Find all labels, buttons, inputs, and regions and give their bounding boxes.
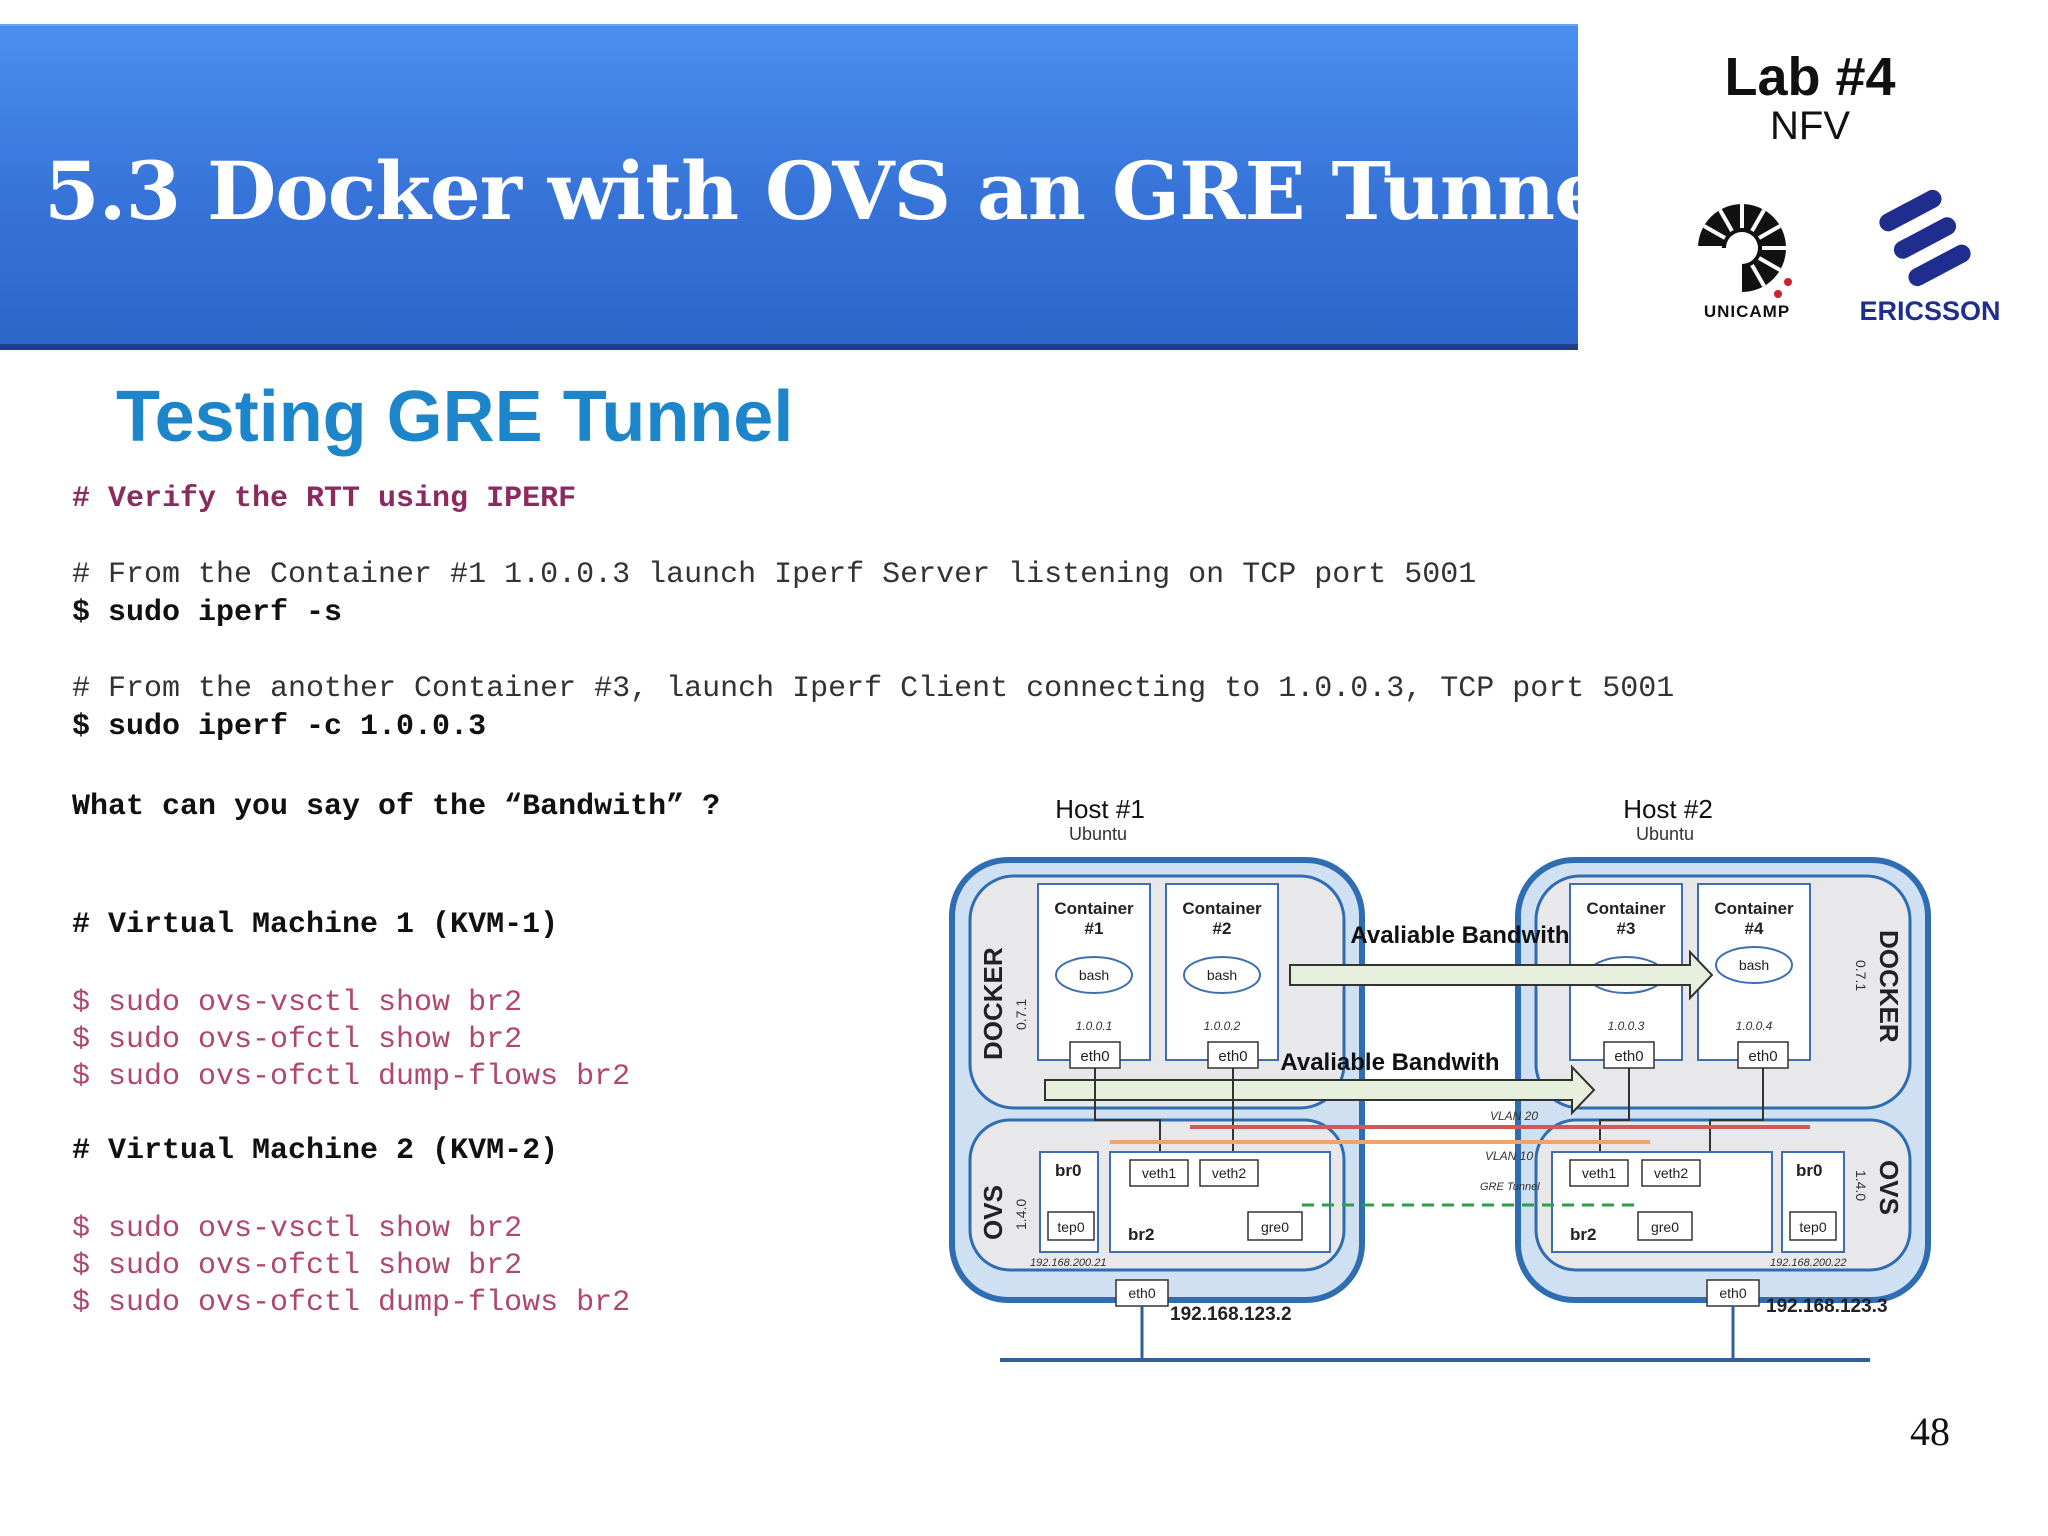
ericsson-logo-text: ERICSSON [1859,296,2001,326]
svg-text:Container: Container [1182,899,1262,918]
svg-text:eth0: eth0 [1748,1048,1777,1065]
server-command: $ sudo iperf -s [72,596,343,630]
host2-os: Ubuntu [1636,824,1694,844]
host1-gre0: gre0 [1261,1219,1289,1235]
container-4: Container #4 bash 1.0.0.4 eth0 [1697,883,1811,1069]
host2-docker-label: DOCKER [1874,930,1904,1043]
gre-tunnel-label: GRE Tunnel [1480,1181,1540,1193]
svg-text:eth0: eth0 [1614,1048,1643,1065]
svg-text:1.0.0.3: 1.0.0.3 [1608,1019,1645,1033]
host2-veth2: veth2 [1654,1165,1688,1181]
host1-docker-label: DOCKER [978,947,1008,1060]
host2-gre0: gre0 [1651,1219,1679,1235]
host1-os: Ubuntu [1069,824,1127,844]
vm2-command: $ sudo ovs-vsctl show br2 [72,1212,523,1246]
host1-ip: 192.168.123.2 [1170,1304,1292,1325]
lab-label: Lab #4 [1724,47,1896,107]
svg-text:br0: br0 [1055,1161,1081,1180]
svg-text:bash: bash [1207,967,1237,983]
unicamp-logo-text: UNICAMP [1703,302,1791,321]
svg-text:br2: br2 [1570,1225,1596,1244]
host1-ovs-version: 1.4.0 [1013,1199,1029,1230]
gre-tunnel-diagram: Host #1 Ubuntu Host #2 Ubuntu DOCKER 0.7… [949,794,1931,1362]
svg-text:eth0: eth0 [1080,1048,1109,1065]
host2-ip: 192.168.123.3 [1766,1296,1888,1317]
host1-title: Host #1 [1055,794,1145,824]
course-label: NFV [1770,104,1850,148]
vm2-command: $ sudo ovs-ofctl dump-flows br2 [72,1286,631,1320]
page-number: 48 [1910,1409,1950,1454]
vlan10-label: VLAN 10 [1485,1149,1533,1163]
vm2-heading: # Virtual Machine 2 (KVM-2) [72,1134,559,1168]
container-links [1094,1068,1764,1155]
host1-tep-ip: 192.168.200.21 [1030,1257,1106,1269]
client-comment: # From the another Container #3, launch … [72,672,1675,706]
host2-tep0: tep0 [1799,1219,1826,1235]
title-banner [0,24,1578,344]
svg-text:Container: Container [1586,899,1666,918]
svg-text:bash: bash [1739,957,1769,973]
host1-veth2: veth2 [1212,1165,1246,1181]
svg-text:#3: #3 [1617,919,1636,938]
host2-eth0: eth0 [1719,1285,1746,1301]
vm2-command: $ sudo ovs-ofctl show br2 [72,1249,523,1283]
server-comment: # From the Container #1 1.0.0.3 launch I… [72,558,1477,592]
verify-comment: # Verify the RTT using IPERF [72,482,577,516]
unicamp-logo [1682,204,1792,308]
host1-veth1: veth1 [1142,1165,1176,1181]
client-command: $ sudo iperf -c 1.0.0.3 [72,710,487,744]
host2-ovs-version: 1.4.0 [1853,1170,1869,1201]
svg-text:Container: Container [1054,899,1134,918]
bandwidth-arrow-lower [1044,1064,1596,1116]
section-subtitle: Testing GRE Tunnel [116,377,794,457]
svg-text:br2: br2 [1128,1225,1154,1244]
bandwidth-arrow-upper [1289,949,1714,1001]
host1-docker-version: 0.7.1 [1013,999,1029,1030]
container-2: Container #2 bash 1.0.0.2 eth0 [1165,883,1279,1069]
svg-text:br0: br0 [1796,1161,1822,1180]
bandwidth-label-upper: Avaliable Bandwith [1350,922,1569,949]
svg-text:#1: #1 [1085,919,1104,938]
bandwidth-question: What can you say of the “Bandwith” ? [72,790,721,824]
host2-docker-version: 0.7.1 [1853,960,1869,991]
svg-text:#2: #2 [1213,919,1232,938]
container-1: Container #1 bash 1.0.0.1 eth0 [1037,883,1151,1069]
ericsson-logo [1879,189,1971,287]
vm1-command: $ sudo ovs-ofctl dump-flows br2 [72,1060,631,1094]
vlan20-label: VLAN 20 [1490,1109,1538,1123]
host2-veth1: veth1 [1582,1165,1616,1181]
svg-text:bash: bash [1079,967,1109,983]
bandwidth-label-lower: Avaliable Bandwith [1280,1049,1499,1076]
slide-title: 5.3 Docker with OVS an GRE Tunnel [44,144,1634,238]
host2-ovs-label: OVS [1874,1160,1904,1215]
host2-tep-ip: 192.168.200.22 [1770,1257,1846,1269]
vm1-command: $ sudo ovs-ofctl show br2 [72,1023,523,1057]
host1-tep0: tep0 [1057,1219,1084,1235]
svg-text:1.0.0.2: 1.0.0.2 [1204,1019,1241,1033]
host1-eth0: eth0 [1128,1285,1155,1301]
svg-text:Container: Container [1714,899,1794,918]
vm1-heading: # Virtual Machine 1 (KVM-1) [72,908,559,942]
vm1-command: $ sudo ovs-vsctl show br2 [72,986,523,1020]
svg-text:1.0.0.1: 1.0.0.1 [1076,1019,1113,1033]
svg-text:#4: #4 [1745,919,1764,938]
host1-ovs-label: OVS [978,1185,1008,1240]
svg-text:eth0: eth0 [1218,1048,1247,1065]
host2-title: Host #2 [1623,794,1713,824]
svg-text:1.0.0.4: 1.0.0.4 [1736,1019,1773,1033]
